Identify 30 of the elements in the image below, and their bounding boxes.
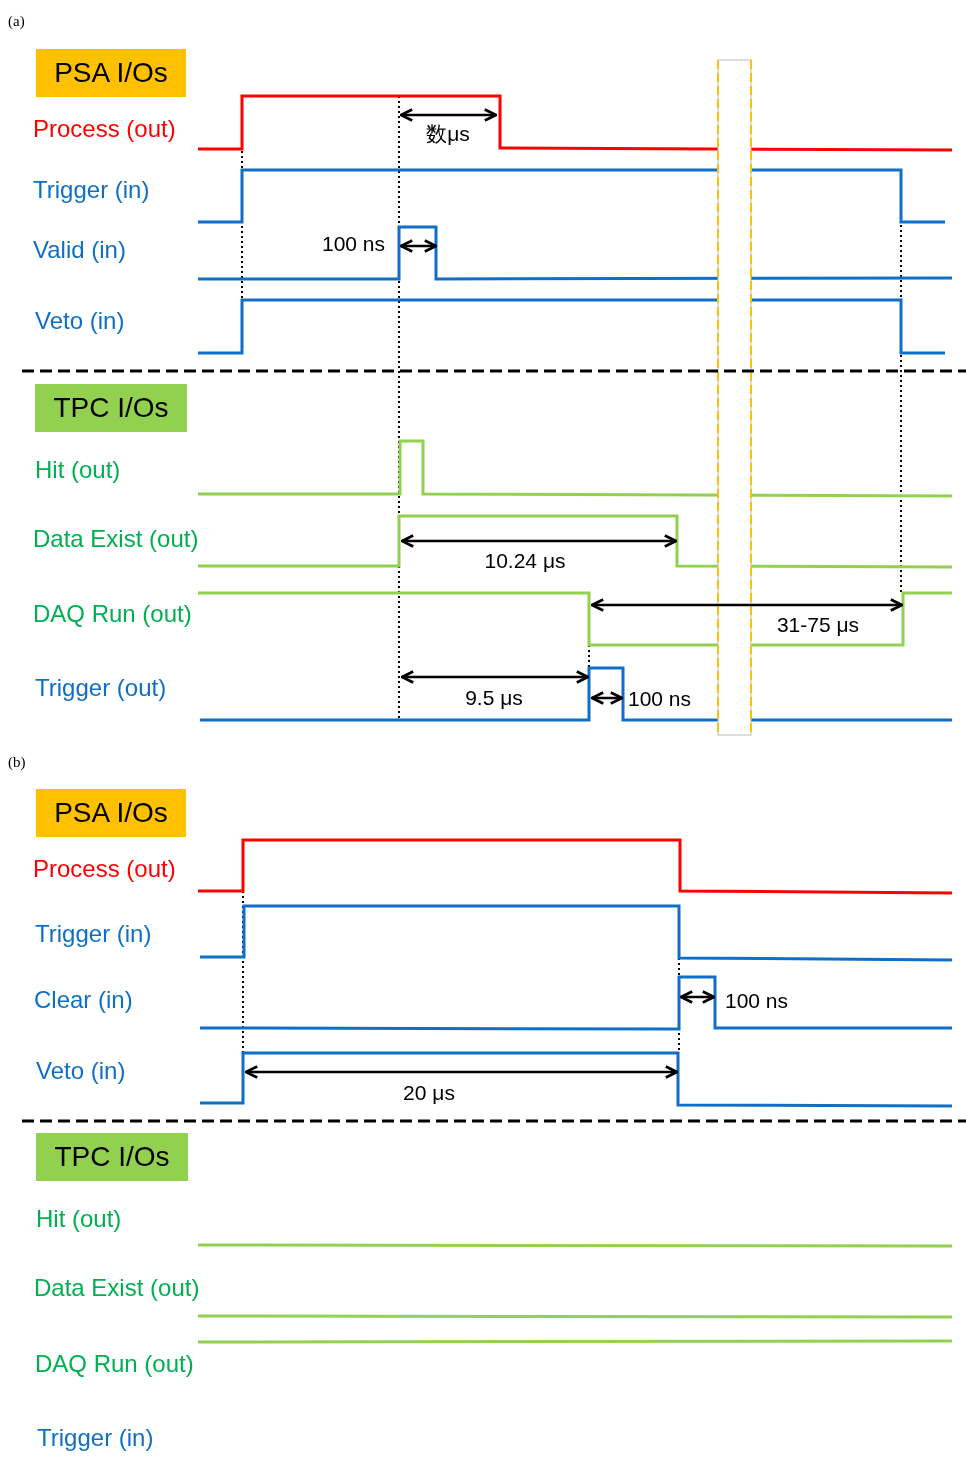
signal-name: Trigger (in) bbox=[37, 1426, 154, 1450]
section-header-box: PSA I/Os bbox=[36, 789, 186, 837]
signal-name: DAQ Run (out) bbox=[33, 602, 192, 626]
duration-label: 100 ns bbox=[628, 687, 692, 709]
signal-name: Veto (in) bbox=[36, 1059, 126, 1083]
signal-name: Data Exist (out) bbox=[33, 527, 199, 551]
signal-name: Trigger (out) bbox=[35, 676, 167, 700]
duration-label: 9.5 μs bbox=[465, 686, 523, 708]
duration-label: 31-75 μs bbox=[776, 613, 860, 635]
duration-label: 10.24 μs bbox=[484, 549, 566, 571]
signal-name: Hit (out) bbox=[36, 1207, 122, 1231]
signal-name: Clear (in) bbox=[34, 988, 133, 1012]
signal-name: Valid (in) bbox=[33, 238, 126, 262]
signal-name: Veto (in) bbox=[35, 309, 125, 333]
panel-label: (b) bbox=[8, 754, 26, 770]
section-header-box: PSA I/Os bbox=[36, 49, 186, 97]
panel-label: (a) bbox=[8, 13, 25, 29]
section-header-box: TPC I/Os bbox=[35, 384, 187, 432]
section-header-box: TPC I/Os bbox=[36, 1133, 188, 1181]
signal-name: Trigger (in) bbox=[33, 178, 150, 202]
duration-label: 100 ns bbox=[322, 232, 386, 254]
signal-name: Data Exist (out) bbox=[34, 1276, 200, 1300]
signal-name: Trigger (in) bbox=[35, 922, 152, 946]
signal-name: Process (out) bbox=[33, 857, 176, 881]
signal-name: Hit (out) bbox=[35, 458, 121, 482]
duration-label: 100 ns bbox=[725, 989, 789, 1011]
duration-label: 数μs bbox=[426, 122, 470, 144]
duration-label: 20 μs bbox=[403, 1081, 455, 1103]
signal-name: Process (out) bbox=[33, 117, 176, 141]
signal-name: DAQ Run (out) bbox=[35, 1352, 194, 1376]
